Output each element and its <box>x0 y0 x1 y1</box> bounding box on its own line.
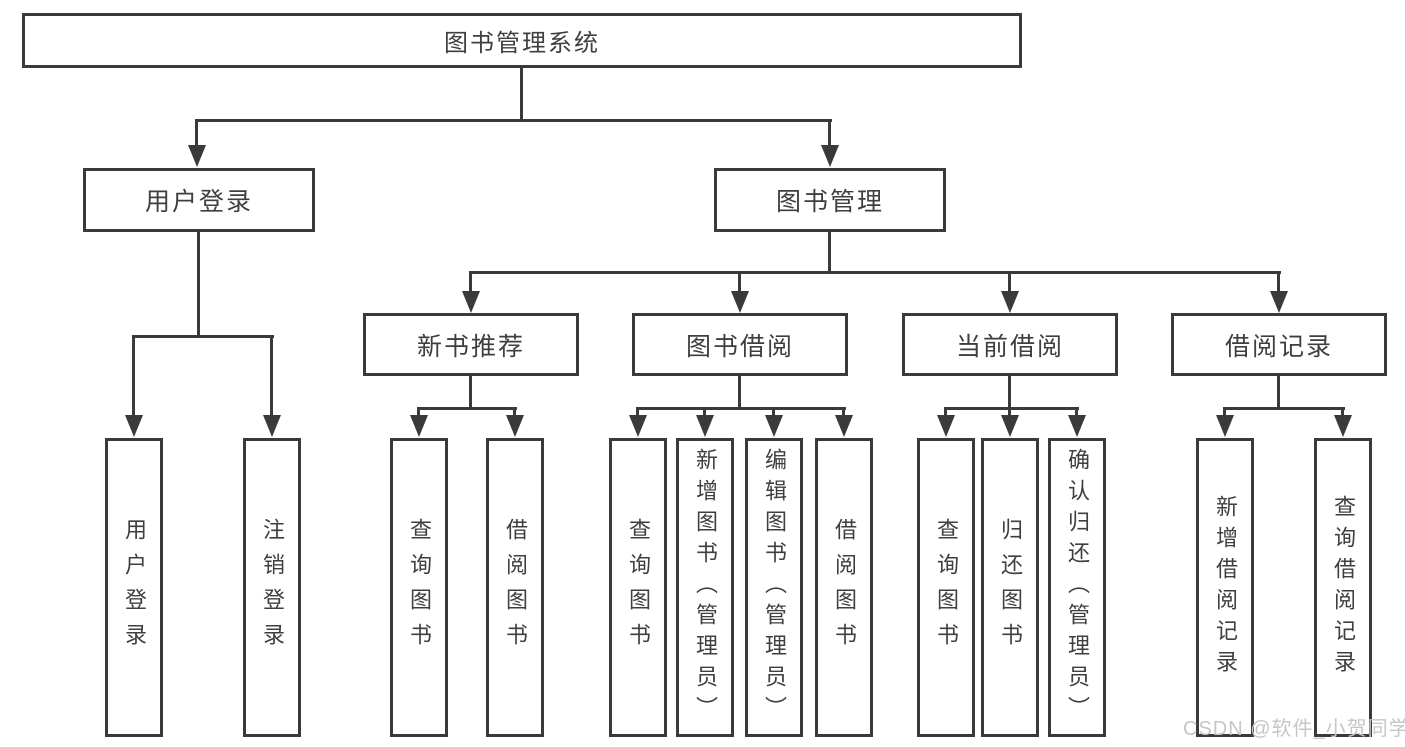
connector-arrow-line <box>636 407 639 417</box>
connector-stem-line <box>520 66 523 122</box>
connector-arrow-line <box>944 407 947 417</box>
node-library-system-label: 图书管理系统 <box>444 30 600 57</box>
connector-arrow-line <box>828 119 831 147</box>
leaf-borrow-book: 借阅图书 <box>815 438 873 737</box>
connector-branch-line <box>944 407 1079 410</box>
arrowhead-down-icon <box>462 291 480 313</box>
leaf-borrow-books-recommend-label: 借阅图书 <box>503 517 528 658</box>
leaf-logout-label: 注销登录 <box>260 517 285 658</box>
leaf-borrow-book-label: 借阅图书 <box>832 517 857 658</box>
arrowhead-down-icon <box>1001 291 1019 313</box>
leaf-user-login-label: 用户登录 <box>122 517 147 658</box>
arrowhead-down-icon <box>835 415 853 437</box>
connector-arrow-line <box>1008 407 1011 417</box>
connector-stem-line <box>828 230 831 273</box>
connector-branch-line <box>469 271 1281 274</box>
leaf-add-borrow-record-label: 新增借阅记录 <box>1213 494 1238 681</box>
csdn-watermark: CSDN @软件_小贺同学 <box>1183 718 1405 740</box>
connector-stem-line <box>1277 374 1280 409</box>
leaf-return-book: 归还图书 <box>981 438 1039 737</box>
connector-arrow-line <box>1223 407 1226 417</box>
connector-arrow-line <box>1008 271 1011 293</box>
connector-branch-line <box>636 407 846 410</box>
connector-branch-line <box>1223 407 1345 410</box>
leaf-query-books-borrowing: 查询图书 <box>609 438 667 737</box>
leaf-query-borrow-record-label: 查询借阅记录 <box>1331 494 1356 681</box>
leaf-query-books-borrowing-label: 查询图书 <box>626 517 651 658</box>
leaf-query-books-current-label: 查询图书 <box>934 517 959 658</box>
connector-branch-line <box>417 407 517 410</box>
connector-arrow-line <box>132 335 135 417</box>
leaf-query-books-recommend: 查询图书 <box>390 438 448 737</box>
arrowhead-down-icon <box>1334 415 1352 437</box>
node-book-borrowing: 图书借阅 <box>632 313 848 376</box>
leaf-add-book-admin-label: 新增图书（管理员） <box>693 448 718 727</box>
connector-stem-line <box>469 374 472 409</box>
connector-arrow-line <box>1341 407 1344 417</box>
node-user-login: 用户登录 <box>83 168 315 232</box>
connector-arrow-line <box>195 119 198 147</box>
arrowhead-down-icon <box>937 415 955 437</box>
node-borrowing-records: 借阅记录 <box>1171 313 1387 376</box>
connector-arrow-line <box>469 271 472 293</box>
leaf-edit-book-admin-label: 编辑图书（管理员） <box>762 448 787 727</box>
arrowhead-down-icon <box>1270 291 1288 313</box>
arrowhead-down-icon <box>506 415 524 437</box>
leaf-query-books-recommend-label: 查询图书 <box>407 517 432 658</box>
arrowhead-down-icon <box>696 415 714 437</box>
leaf-return-book-label: 归还图书 <box>998 517 1023 658</box>
connector-arrow-line <box>270 335 273 417</box>
node-current-borrowing: 当前借阅 <box>902 313 1118 376</box>
arrowhead-down-icon <box>629 415 647 437</box>
leaf-confirm-return-admin: 确认归还（管理员） <box>1048 438 1106 737</box>
arrowhead-down-icon <box>1216 415 1234 437</box>
node-current-borrowing-label: 当前借阅 <box>955 332 1064 361</box>
connector-arrow-line <box>1075 407 1078 417</box>
connector-stem-line <box>738 374 741 409</box>
node-library-system: 图书管理系统 <box>22 13 1022 68</box>
arrowhead-down-icon <box>1068 415 1086 437</box>
leaf-query-books-current: 查询图书 <box>917 438 975 737</box>
arrowhead-down-icon <box>1001 415 1019 437</box>
connector-arrow-line <box>842 407 845 417</box>
connector-stem-line <box>197 230 200 337</box>
connector-arrow-line <box>703 407 706 417</box>
arrowhead-down-icon <box>263 415 281 437</box>
node-new-book-recommend: 新书推荐 <box>363 313 579 376</box>
node-book-borrowing-label: 图书借阅 <box>685 332 794 361</box>
connector-arrow-line <box>417 407 420 417</box>
arrowhead-down-icon <box>765 415 783 437</box>
node-book-management: 图书管理 <box>714 168 946 232</box>
leaf-borrow-books-recommend: 借阅图书 <box>486 438 544 737</box>
leaf-add-book-admin: 新增图书（管理员） <box>676 438 734 737</box>
leaf-user-login: 用户登录 <box>105 438 163 737</box>
node-new-book-recommend-label: 新书推荐 <box>416 332 525 361</box>
node-book-management-label: 图书管理 <box>775 188 884 216</box>
leaf-confirm-return-admin-label: 确认归还（管理员） <box>1065 448 1090 727</box>
arrowhead-down-icon <box>410 415 428 437</box>
connector-arrow-line <box>772 407 775 417</box>
arrowhead-down-icon <box>731 291 749 313</box>
connector-branch-line <box>196 119 832 122</box>
arrowhead-down-icon <box>125 415 143 437</box>
node-borrowing-records-label: 借阅记录 <box>1224 332 1333 361</box>
connector-arrow-line <box>1277 271 1280 293</box>
arrowhead-down-icon <box>188 145 206 167</box>
node-user-login-label: 用户登录 <box>144 188 253 216</box>
connector-arrow-line <box>738 271 741 293</box>
arrowhead-down-icon <box>821 145 839 167</box>
leaf-logout: 注销登录 <box>243 438 301 737</box>
leaf-add-borrow-record: 新增借阅记录 <box>1196 438 1254 737</box>
connector-branch-line <box>132 335 274 338</box>
connector-stem-line <box>1008 374 1011 409</box>
leaf-edit-book-admin: 编辑图书（管理员） <box>745 438 803 737</box>
leaf-query-borrow-record: 查询借阅记录 <box>1314 438 1372 737</box>
connector-arrow-line <box>513 407 516 417</box>
